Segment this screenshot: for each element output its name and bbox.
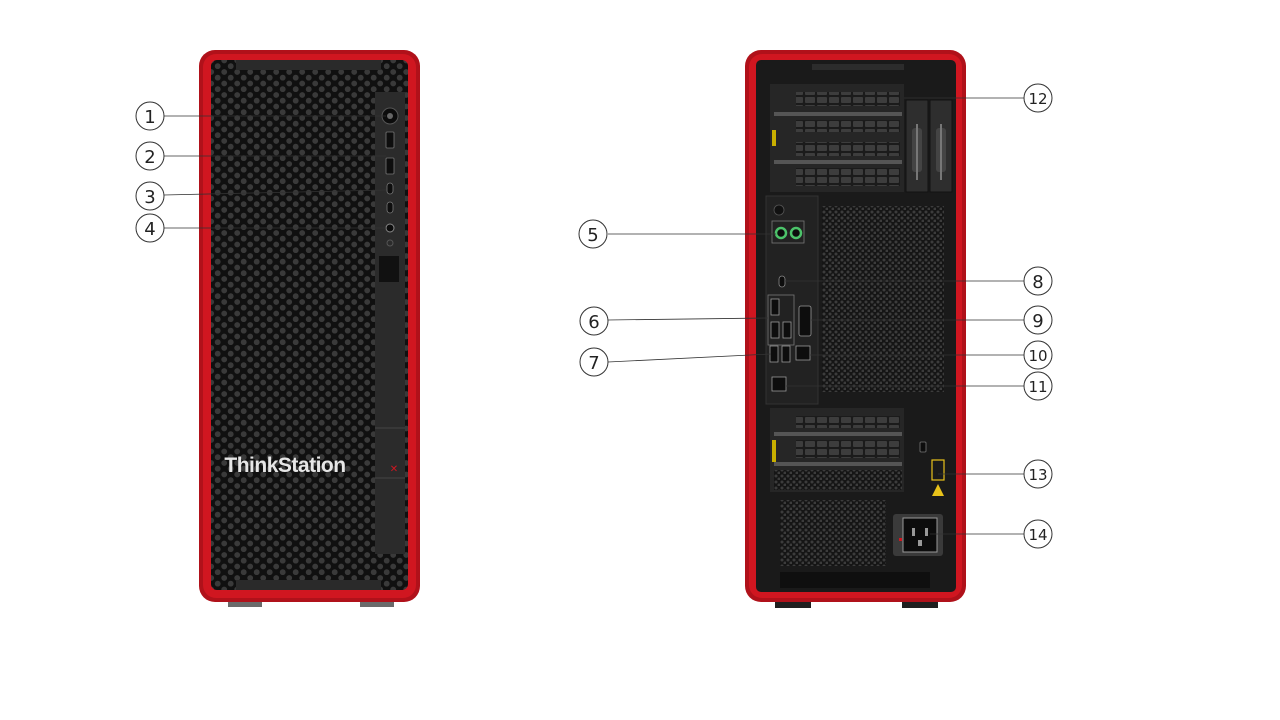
lower-vent — [780, 500, 886, 566]
callout-line — [163, 189, 387, 196]
front-audio-jack[interactable] — [385, 223, 395, 233]
svg-text:3: 3 — [144, 187, 155, 208]
svg-text:14: 14 — [1028, 526, 1047, 544]
warning-triangle-icon — [932, 484, 944, 496]
svg-text:9: 9 — [1032, 311, 1043, 332]
rear-usb-c-port[interactable] — [778, 275, 786, 288]
callout-10: 10 — [1023, 340, 1053, 370]
callout-line — [607, 317, 769, 321]
front-indicator — [386, 239, 394, 247]
callouts: 1 2 3 4 5 6 7 8 — [135, 83, 1053, 549]
svg-text:8: 8 — [1032, 272, 1043, 293]
brand-logo: ThinkStation — [224, 454, 345, 477]
svg-text:10: 10 — [1028, 347, 1047, 365]
callout-9: 9 — [1023, 305, 1053, 335]
rear-ethernet-port[interactable] — [771, 376, 787, 392]
front-card-reader-slot — [379, 256, 399, 282]
rear-view — [745, 50, 966, 608]
callout-line — [607, 353, 772, 363]
callout-14: 14 — [1023, 519, 1053, 549]
rear-serial-port[interactable] — [798, 305, 812, 337]
rear-usb-a-port[interactable] — [770, 321, 780, 339]
rear-usb-a-port[interactable] — [781, 345, 791, 363]
rear-fan-vent — [822, 206, 944, 392]
callout-8: 8 — [1023, 266, 1053, 296]
pcie-latch[interactable] — [905, 99, 929, 193]
pcie-latch[interactable] — [929, 99, 953, 193]
svg-text:12: 12 — [1028, 90, 1047, 108]
svg-text:5: 5 — [587, 225, 598, 246]
front-usb-a-port[interactable] — [385, 131, 395, 149]
callout-lines — [163, 97, 1024, 535]
rear-audio-out-jack[interactable] — [774, 226, 788, 240]
rear-usb-a-port[interactable] — [782, 321, 792, 339]
callout-2: 2 — [135, 141, 165, 171]
security-lock-slot[interactable] — [919, 441, 927, 453]
svg-text:1: 1 — [144, 107, 155, 128]
callout-1: 1 — [135, 101, 165, 131]
front-usb-c-port[interactable] — [386, 201, 394, 214]
svg-text:7: 7 — [588, 353, 599, 374]
power-button[interactable] — [381, 107, 399, 125]
callout-7: 7 — [579, 347, 609, 377]
front-usb-c-port[interactable] — [386, 182, 394, 195]
front-red-dot-mark: ✕ — [390, 464, 398, 475]
rear-foot-left — [775, 598, 811, 608]
callout-3: 3 — [135, 181, 165, 211]
svg-text:2: 2 — [144, 147, 155, 168]
callout-5: 5 — [578, 219, 608, 249]
svg-text:13: 13 — [1028, 466, 1047, 484]
rear-foot-right — [902, 598, 938, 608]
callout-4: 4 — [135, 213, 165, 243]
front-view: ✕ ThinkStation — [199, 50, 420, 607]
svg-text:6: 6 — [588, 312, 599, 333]
front-usb-a-port[interactable] — [385, 157, 395, 175]
rear-ethernet-port[interactable] — [795, 345, 811, 361]
rear-screw-icon — [773, 204, 785, 216]
rear-audio-in-jack[interactable] — [789, 226, 803, 240]
callout-13: 13 — [1023, 459, 1053, 489]
rear-usb-a-port[interactable] — [769, 345, 779, 363]
callout-6: 6 — [579, 306, 609, 336]
callout-11: 11 — [1023, 371, 1053, 401]
svg-text:4: 4 — [144, 219, 155, 240]
callout-12: 12 — [1023, 83, 1053, 113]
rear-usb-a-port[interactable] — [770, 298, 780, 316]
svg-text:11: 11 — [1028, 378, 1047, 396]
warning-label — [931, 459, 945, 481]
power-inlet[interactable] — [902, 517, 938, 553]
